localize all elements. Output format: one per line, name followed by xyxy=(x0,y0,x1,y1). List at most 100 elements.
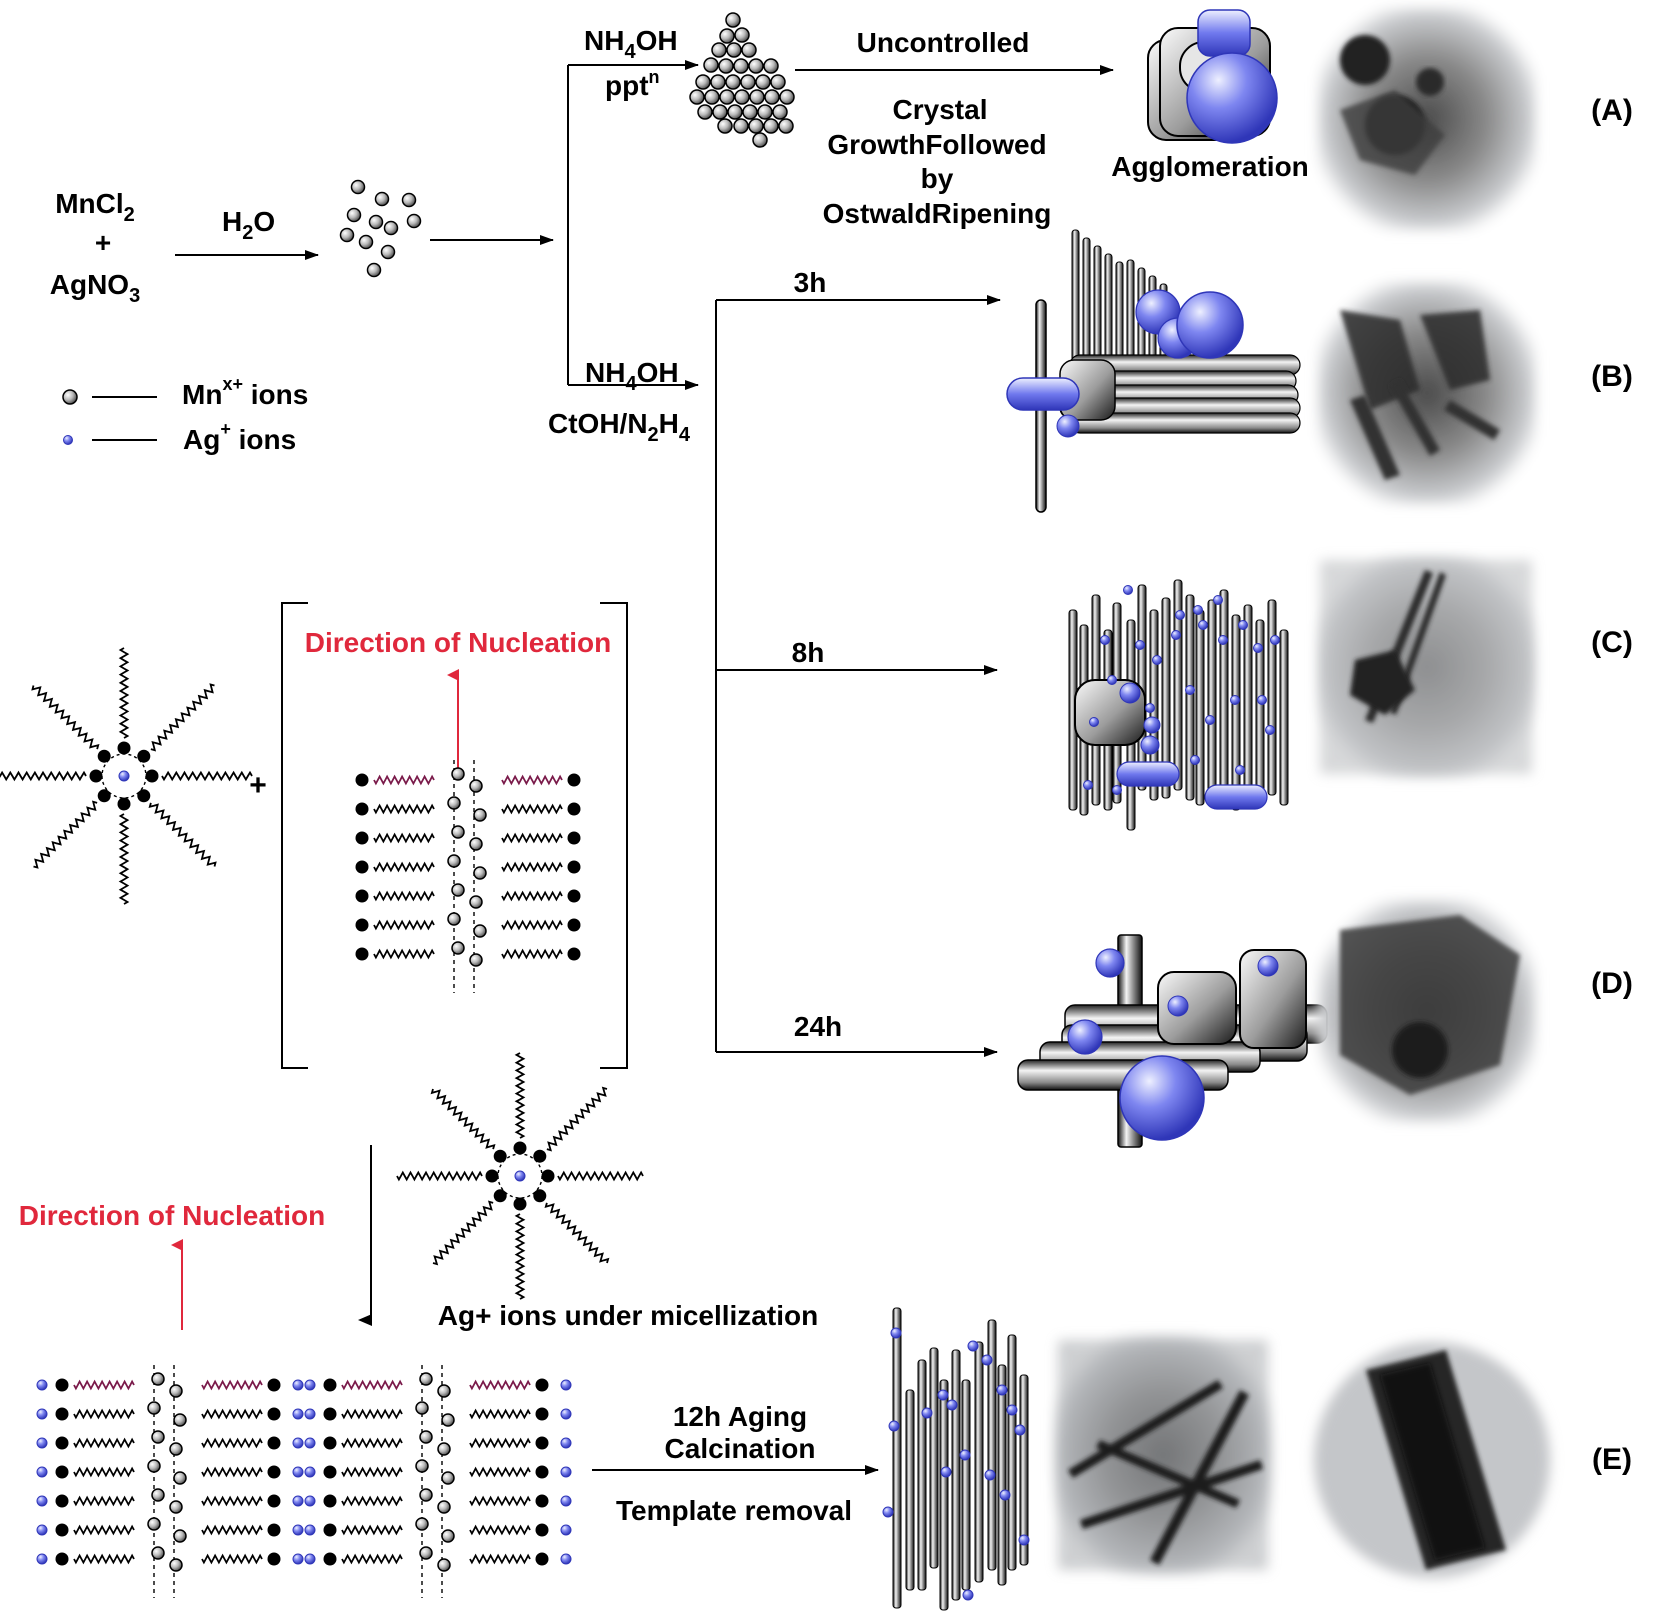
ag-ion xyxy=(1257,695,1267,705)
mn-ion xyxy=(469,953,483,967)
mn-ion-legend-icon xyxy=(62,389,78,405)
ag-ion xyxy=(1112,785,1122,795)
lamellar-template-lower xyxy=(36,1365,572,1598)
mn-ion xyxy=(151,1546,165,1560)
reagent-nh4oh-top: NH4OH xyxy=(584,25,678,63)
surfactant-tail xyxy=(373,803,435,815)
mn-ion xyxy=(358,234,374,250)
nanorod xyxy=(1279,629,1289,806)
surfactant-head xyxy=(355,773,369,787)
surfactant-head xyxy=(567,773,581,787)
mn-ion xyxy=(447,854,461,868)
ag-ion xyxy=(1218,635,1228,645)
ag-ion xyxy=(1270,635,1280,645)
surfactant-tail xyxy=(161,770,253,782)
ag-ion xyxy=(560,1437,572,1449)
mn-ion xyxy=(717,118,733,134)
ag-ion xyxy=(304,1379,316,1391)
mn-ion xyxy=(763,118,779,134)
ag-ion xyxy=(890,1327,902,1339)
mn-ion xyxy=(712,104,728,120)
surfactant-tail xyxy=(73,1524,135,1536)
ag-ion xyxy=(36,1553,48,1565)
ag-ion xyxy=(304,1466,316,1478)
ag-ion xyxy=(1193,605,1203,615)
mn-ion xyxy=(710,74,726,90)
mn-ion xyxy=(740,74,756,90)
surfactant-head xyxy=(535,1378,549,1392)
step-below-line-4: OstwaldRipening xyxy=(823,198,1052,229)
reagent-pptn: pptn xyxy=(605,67,660,101)
final-nanorod xyxy=(987,1319,997,1571)
surfactant-head xyxy=(137,789,151,803)
nanorod xyxy=(1161,597,1171,799)
time-24h: 24h xyxy=(794,1011,842,1042)
surfactant-head xyxy=(355,918,369,932)
surfactant-tail xyxy=(514,1213,526,1300)
surfactant-tail xyxy=(201,1437,263,1449)
surfactant-head xyxy=(513,1141,527,1155)
ag-ion xyxy=(1238,620,1248,630)
surfactant-tail xyxy=(469,1437,531,1449)
surfactant-head xyxy=(323,1552,337,1566)
final-nanorod xyxy=(892,1307,902,1609)
mn-ion xyxy=(749,89,765,105)
surfactant-tail xyxy=(201,1495,263,1507)
surfactant-head xyxy=(535,1552,549,1566)
ag-ion xyxy=(292,1495,304,1507)
surfactant-head xyxy=(355,802,369,816)
surfactant-head xyxy=(567,918,581,932)
mn-ion xyxy=(726,42,742,58)
surfactant-head xyxy=(323,1465,337,1479)
mn-ion xyxy=(401,192,417,208)
mn-ion xyxy=(441,1529,455,1543)
reactant-plus: + xyxy=(95,227,111,258)
ag-ion xyxy=(36,1466,48,1478)
tem-image-e2 xyxy=(1314,1342,1550,1578)
mn-ion xyxy=(778,118,794,134)
mn-ion xyxy=(734,27,750,43)
mn-ion xyxy=(772,104,788,120)
surfactant-tail xyxy=(432,1200,494,1266)
rod-illustration-final xyxy=(882,1307,1030,1611)
surfactant-tail xyxy=(469,1524,531,1536)
ag-ion xyxy=(1123,585,1133,595)
ag-ion xyxy=(560,1466,572,1478)
surfactant-tail xyxy=(469,1495,531,1507)
mn-ion xyxy=(339,227,355,243)
mn-ion xyxy=(755,74,771,90)
mn-ion xyxy=(406,213,422,229)
mn-ion xyxy=(779,89,795,105)
ag-ion xyxy=(36,1524,48,1536)
surfactant-tail xyxy=(150,683,215,752)
ag-ion xyxy=(999,1489,1011,1501)
mn-ion xyxy=(419,1546,433,1560)
ag-ion xyxy=(1185,685,1195,695)
mn-ion xyxy=(346,207,362,223)
product-agglomeration: Agglomeration xyxy=(1111,151,1309,182)
mn-ion xyxy=(695,74,711,90)
surfactant-head xyxy=(535,1465,549,1479)
ag-ion xyxy=(560,1524,572,1536)
tem-image-b xyxy=(1318,282,1536,504)
mn-ion xyxy=(451,825,465,839)
surfactant-tail xyxy=(469,1553,531,1565)
ag-ion xyxy=(996,1384,1008,1396)
mn-ion xyxy=(169,1384,183,1398)
surfactant-tail xyxy=(469,1379,531,1391)
surfactant-tail xyxy=(31,685,100,750)
ag-ion xyxy=(1190,755,1200,765)
time-3h: 3h xyxy=(794,267,827,298)
final-nanorod xyxy=(929,1347,939,1569)
micelle-left xyxy=(0,647,253,905)
mn-ion xyxy=(368,214,384,230)
final-nanorod xyxy=(1019,1374,1029,1566)
surfactant-head xyxy=(267,1465,281,1479)
surfactant-tail xyxy=(501,948,563,960)
surfactant-head xyxy=(355,831,369,845)
ag-ion xyxy=(36,1495,48,1507)
surfactant-head xyxy=(535,1436,549,1450)
surfactant-head xyxy=(535,1494,549,1508)
ag-ion xyxy=(118,770,130,782)
